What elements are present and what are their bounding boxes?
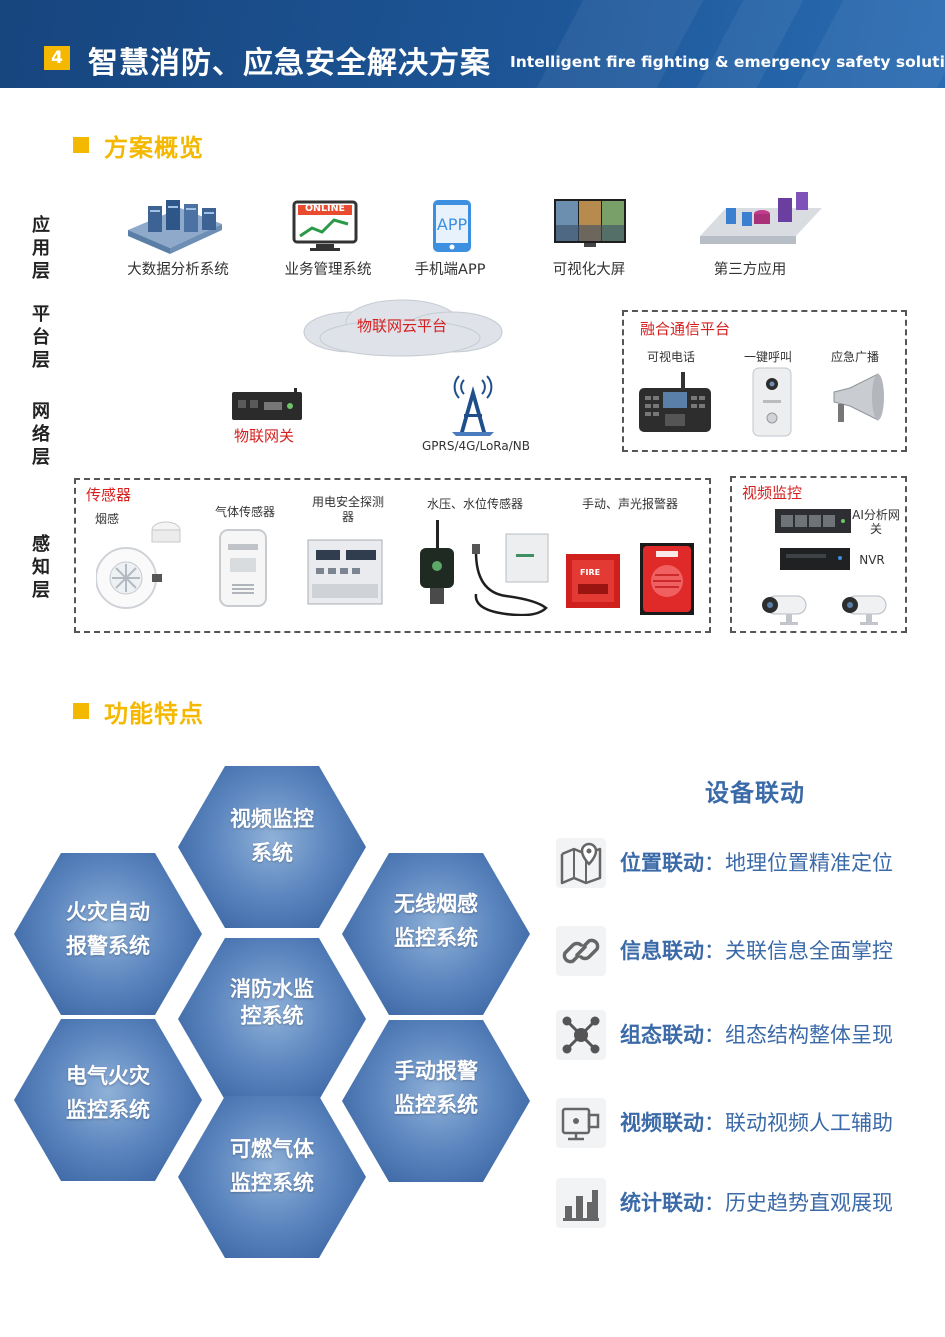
smoke-detector-icon	[96, 521, 181, 609]
loudspeaker-icon	[833, 373, 884, 422]
nvr-label: NVR	[859, 553, 885, 567]
app-badge-text: APP	[436, 215, 468, 234]
online-badge-text: ONLINE	[304, 203, 346, 214]
hex-fire-auto-alarm: 火灾自动报警系统	[14, 853, 202, 1015]
third-party-app-icon	[700, 192, 822, 244]
linkage-item-location: 位置联动：地理位置精准定位	[556, 838, 936, 888]
hex-text: 手动报警监控系统	[394, 1059, 478, 1117]
gas-sensor-icon	[219, 529, 267, 607]
ai-gateway-label: AI分析网关	[852, 508, 900, 536]
app-label-business: 业务管理系统	[284, 262, 372, 278]
cloud-icon	[303, 299, 503, 357]
video-surveillance-title: 视频监控	[742, 484, 803, 502]
network-protocols-label: GPRS/4G/LoRa/NB	[421, 439, 530, 453]
header-stripe	[796, 0, 945, 88]
video-phone-icon	[639, 372, 711, 432]
hex-wireless-smoke: 无线烟感监控系统	[342, 853, 530, 1015]
iot-gateway-label: 物联网关	[234, 427, 295, 445]
layer-label-sensing: 感知层	[32, 534, 50, 601]
hex-text: 视频监控系统	[230, 807, 314, 865]
header-stripe	[696, 0, 804, 88]
smoke-sensor-label: 烟感	[94, 512, 119, 526]
layer-label-app: 应用层	[32, 215, 50, 282]
hex-manual-alarm: 手动报警监控系统	[342, 1020, 530, 1182]
page-header: 4 智慧消防、应急安全解决方案 Intelligent fire fightin…	[0, 0, 945, 88]
app-label-third-party: 第三方应用	[713, 262, 787, 278]
page-subtitle-en: Intelligent fire fighting & emergency sa…	[510, 53, 945, 71]
linkage-item-information: 信息联动：关联信息全面掌控	[556, 926, 936, 976]
one-key-call-icon	[752, 367, 792, 437]
electric-safety-detector-label: 用电安全探测器	[312, 495, 385, 524]
comm-platform-box	[622, 310, 907, 452]
water-pressure-sensor-label: 水压、水位传感器	[426, 497, 523, 511]
layer-label-network: 网络层	[32, 401, 50, 468]
alarm-label: 手动、声光报警器	[581, 497, 678, 511]
gas-sensor-label: 气体传感器	[214, 505, 275, 519]
page-title: 智慧消防、应急安全解决方案	[88, 46, 491, 81]
iot-gateway-device-icon	[232, 388, 302, 420]
layer-label-platform: 平台层	[32, 304, 50, 371]
manual-fire-alarm-icon	[566, 554, 620, 608]
hex-fire-water: 消防水监控系统	[178, 938, 366, 1100]
linkage-item-configuration: 组态联动：组态结构整体呈现	[556, 1010, 936, 1060]
linkage-item-video: 视频联动：联动视频人工辅助	[556, 1098, 936, 1148]
map-pin-icon	[556, 838, 606, 888]
video-monitor-icon	[556, 1098, 606, 1148]
video-wall-icon	[554, 199, 626, 247]
sensors-box	[74, 478, 711, 633]
fire-alarm-text: FIRE	[580, 568, 601, 577]
sensors-title: 传感器	[86, 486, 132, 504]
hex-text: 无线烟感监控系统	[394, 892, 478, 950]
section-marker	[73, 137, 89, 153]
network-node-icon	[556, 1010, 606, 1060]
hex-combustible-gas: 可燃气体监控系统	[178, 1096, 366, 1258]
comm-platform-title: 融合通信平台	[640, 320, 731, 338]
section-number-badge: 4	[44, 46, 70, 70]
hex-text: 电气火灾监控系统	[66, 1064, 150, 1122]
hex-text: 可燃气体监控系统	[230, 1137, 314, 1195]
header-stripe	[536, 0, 704, 88]
hex-electric-fire: 电气火灾监控系统	[14, 1019, 202, 1181]
bar-chart-icon	[556, 1178, 606, 1228]
app-label-bigdata: 大数据分析系统	[127, 262, 229, 278]
app-label-mobile: 手机端APP	[414, 262, 486, 278]
overview-section-title: 方案概览	[104, 134, 204, 162]
ai-gateway-server-icon	[775, 509, 851, 533]
one-key-call-label: 一键呼叫	[743, 350, 792, 364]
hex-video-monitoring: 视频监控系统	[178, 766, 366, 928]
video-surveillance-box	[730, 476, 907, 633]
water-pressure-sensor-icon	[420, 520, 549, 616]
nvr-device-icon	[780, 548, 850, 570]
bullet-camera-icon	[762, 595, 807, 625]
electric-safety-detector-icon	[307, 539, 383, 605]
online-monitor-icon	[292, 200, 358, 251]
linkage-item-statistics: 统计联动：历史趋势直观展现	[556, 1178, 936, 1228]
bullet-camera-icon	[842, 595, 887, 625]
hex-text: 消防水监控系统	[230, 977, 314, 1028]
cloud-platform-label: 物联网云平台	[357, 317, 448, 335]
big-data-servers-icon	[128, 200, 222, 254]
link-icon	[556, 926, 606, 976]
section-marker	[73, 703, 89, 719]
video-phone-label: 可视电话	[646, 350, 695, 364]
features-section-title: 功能特点	[104, 700, 204, 728]
emergency-broadcast-label: 应急广播	[830, 350, 879, 364]
linkage-title: 设备联动	[705, 779, 805, 807]
signal-tower-icon	[452, 375, 494, 436]
app-label-screen: 可视化大屏	[552, 262, 626, 278]
sound-light-alarm-icon	[640, 543, 694, 615]
hex-text: 火灾自动报警系统	[66, 900, 150, 958]
mobile-phone-icon	[433, 200, 471, 252]
